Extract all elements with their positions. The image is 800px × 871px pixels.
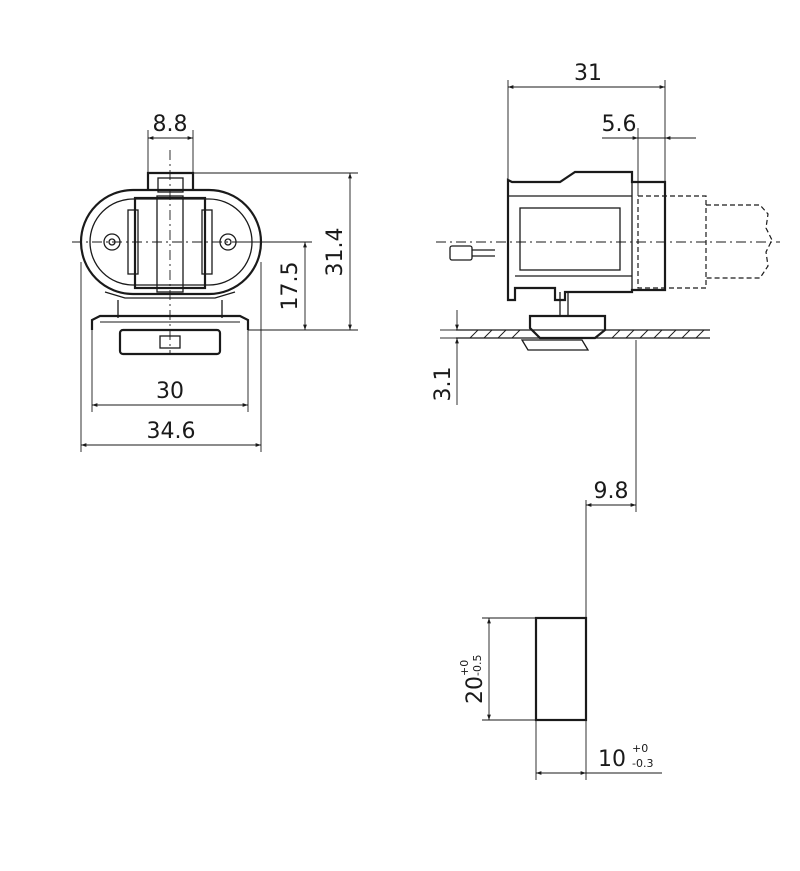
svg-text:-0.3: -0.3	[632, 757, 653, 770]
svg-text:-0.5: -0.5	[471, 655, 484, 676]
dim-9-8: 9.8	[594, 479, 629, 504]
cutout-height-label: 20 +0 -0.5	[458, 655, 488, 704]
dim-31: 31	[574, 61, 602, 86]
dim-5-6: 5.6	[602, 112, 637, 137]
dim-30: 30	[156, 379, 184, 404]
mounting-panel	[456, 329, 710, 339]
svg-text:20: 20	[463, 676, 488, 704]
front-view: 8.8 31.4 17.5 30 34.6	[72, 112, 358, 452]
dim-8-8: 8.8	[153, 112, 188, 137]
dim-31-4: 31.4	[323, 228, 348, 277]
svg-text:10: 10	[598, 747, 626, 772]
dim-3-1: 3.1	[431, 367, 456, 402]
svg-text:+0: +0	[458, 660, 471, 676]
side-view: 31 5.6 3.1 9.8	[431, 61, 780, 512]
side-pin	[449, 245, 495, 261]
cutout-width-label: 10 +0 -0.3	[598, 742, 653, 772]
side-clip	[520, 314, 607, 351]
dim-34-6: 34.6	[147, 419, 196, 444]
cutout-rectangle	[534, 616, 588, 722]
lampholder-side-body	[506, 170, 667, 302]
dim-17-5: 17.5	[278, 262, 303, 311]
svg-text:+0: +0	[632, 742, 648, 755]
panel-cutout: 20 +0 -0.5 10 +0 -0.3	[458, 500, 662, 780]
